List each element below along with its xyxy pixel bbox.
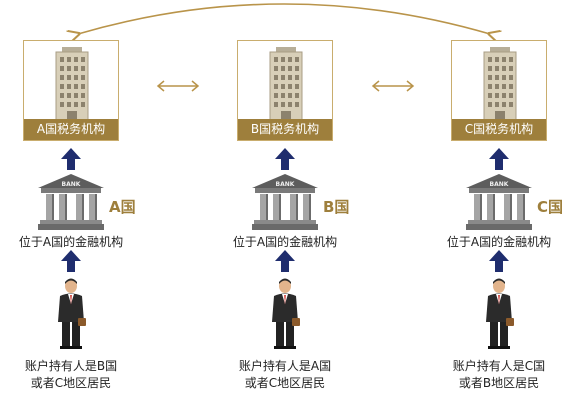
bank-sign: BANK <box>276 181 295 188</box>
tax-authority-label: C国税务机构 <box>452 119 546 140</box>
double-arrow-icon <box>371 80 415 92</box>
businessman-icon <box>58 278 86 349</box>
holder-line-2: 或者B地区居民 <box>458 376 540 390</box>
bank-building-icon: BANK <box>466 174 532 230</box>
double-arrow-icon <box>156 80 200 92</box>
account-holder-text-c: 账户持有人是C国 或者B地区居民 <box>424 358 574 392</box>
office-tower-icon <box>483 47 517 121</box>
businessman-icon <box>272 278 300 349</box>
office-tower-icon <box>269 47 303 121</box>
holder-line-2: 或者C地区居民 <box>244 376 326 390</box>
tax-authority-box-b: B国税务机构 <box>237 40 333 141</box>
bank-sign: BANK <box>490 181 509 188</box>
financial-institution-label: 位于A国的金融机构 <box>446 235 552 249</box>
holder-line-2: 或者C地区居民 <box>30 376 112 390</box>
country-tag-a: A国 <box>109 198 136 216</box>
bank-sign: BANK <box>62 181 81 188</box>
financial-institution-label: 位于A国的金融机构 <box>18 235 124 249</box>
businessman-icon <box>486 278 514 349</box>
up-arrow-icon <box>489 148 509 170</box>
office-tower-icon <box>55 47 89 121</box>
curved-double-arrow-icon <box>0 3 580 40</box>
holder-line-1: 账户持有人是B国 <box>24 359 118 373</box>
account-holder-text-a: 账户持有人是B国 或者C地区居民 <box>0 358 146 392</box>
up-arrow-icon <box>489 250 509 272</box>
account-holder-text-b: 账户持有人是A国 或者C地区居民 <box>210 358 360 392</box>
up-arrow-icon <box>61 148 81 170</box>
tax-authority-label: B国税务机构 <box>238 119 332 140</box>
up-arrow-icon <box>61 250 81 272</box>
tax-authority-box-a: A国税务机构 <box>23 40 119 141</box>
country-tag-b: B国 <box>323 198 350 216</box>
bank-building-icon: BANK <box>38 174 104 230</box>
country-tag-c: C国 <box>537 198 564 216</box>
up-arrow-icon <box>275 148 295 170</box>
financial-institution-label: 位于A国的金融机构 <box>232 235 338 249</box>
holder-line-1: 账户持有人是C国 <box>452 359 546 373</box>
up-arrow-icon <box>275 250 295 272</box>
tax-authority-label: A国税务机构 <box>24 119 118 140</box>
bank-building-icon: BANK <box>252 174 318 230</box>
tax-authority-box-c: C国税务机构 <box>451 40 547 141</box>
holder-line-1: 账户持有人是A国 <box>238 359 332 373</box>
